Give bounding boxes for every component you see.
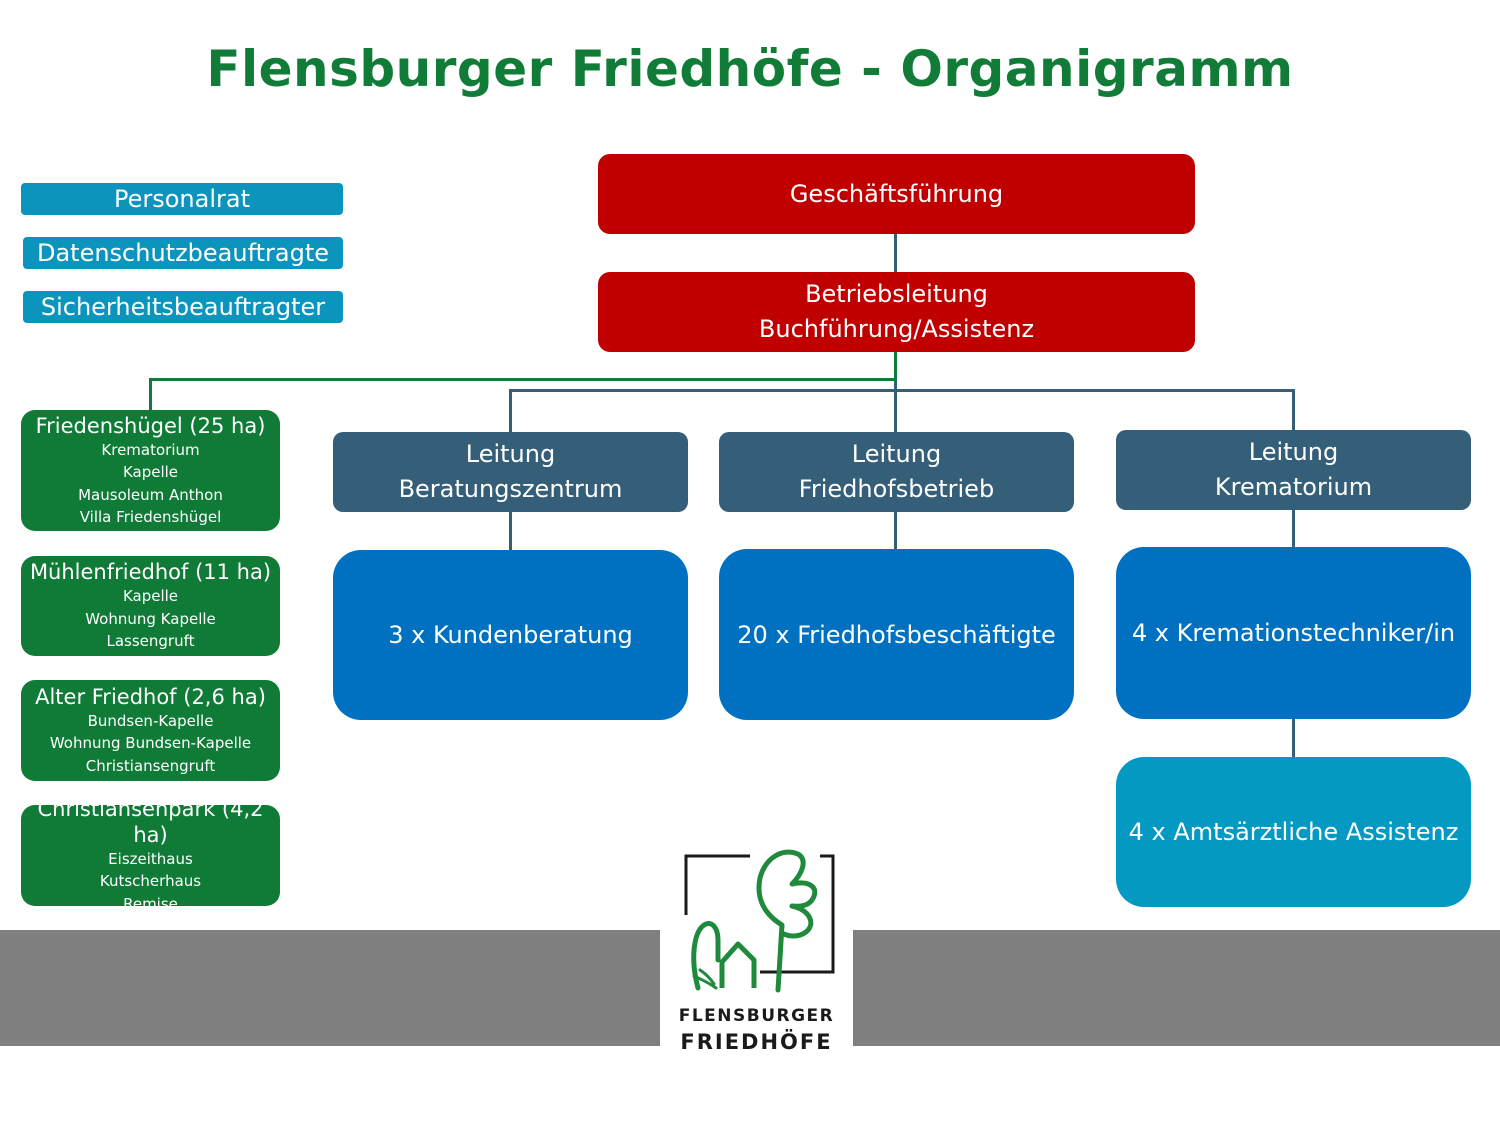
role-label: Personalrat <box>113 185 250 213</box>
lead-line1: Leitung <box>851 440 942 468</box>
connector-department-2 <box>894 381 897 432</box>
site-item: Mausoleum Anthon <box>78 485 223 504</box>
box-leitung-friedhofsbetrieb: Leitung Friedhofsbetrieb <box>719 432 1074 512</box>
team-label: 4 x Kremationstechniker/in <box>1131 619 1456 647</box>
box-kremationstechniker: 4 x Kremationstechniker/in <box>1116 547 1471 719</box>
role-label: Datenschutzbeauftragte <box>36 239 330 267</box>
box-leitung-krematorium: Leitung Krematorium <box>1116 430 1471 510</box>
box-leitung-beratungszentrum: Leitung Beratungszentrum <box>333 432 688 512</box>
site-item: Wohnung Bundsen-Kapelle <box>49 734 252 753</box>
role-personalrat: Personalrat <box>21 183 343 215</box>
box-amtsaerztliche-assistenz: 4 x Amtsärztliche Assistenz <box>1116 757 1471 907</box>
box-geschaeftsfuehrung: Geschäftsführung <box>598 154 1195 234</box>
logo-text-line1: FLENSBURGER <box>678 1006 835 1026</box>
site-item: Kapelle <box>122 463 179 481</box>
site-item: Lassengruft <box>106 632 195 651</box>
site-item: Remise <box>123 894 178 913</box>
site-item: Bundsen-Kapelle <box>87 711 214 730</box>
site-item: Eiszeithaus <box>108 849 193 868</box>
connector-team-1 <box>509 511 512 550</box>
buchfuehrung-label: Buchführung/Assistenz <box>758 315 1035 343</box>
connector-department-1 <box>509 389 512 432</box>
logo-tree-icon <box>684 849 835 993</box>
site-christiansenpark: Christiansenpark (4,2 ha) Eiszeithaus Ku… <box>21 797 280 913</box>
site-friedenshuegel: Friedenshügel (25 ha) Krematorium Kapell… <box>21 410 280 531</box>
geschaeftsfuehrung-label: Geschäftsführung <box>789 179 1004 208</box>
box-friedhofsbeschaeftigte: 20 x Friedhofsbeschäftigte <box>719 549 1074 720</box>
logo: FLENSBURGER FRIEDHÖFE <box>660 840 853 1060</box>
connector-department-3 <box>1292 389 1295 430</box>
connector-departments-horizontal <box>509 389 1295 392</box>
site-item: Krematorium <box>101 440 200 459</box>
subteam-label: 4 x Amtsärztliche Assistenz <box>1128 818 1459 846</box>
site-muehlenfriedhof: Mühlenfriedhof (11 ha) Kapelle Wohnung K… <box>21 556 280 656</box>
logo-text-line2: FRIEDHÖFE <box>680 1030 833 1054</box>
role-datenschutzbeauftragte: Datenschutzbeauftragte <box>23 237 343 269</box>
site-item: Christiansengruft <box>85 756 216 775</box>
role-sicherheitsbeauftragter: Sicherheitsbeauftragter <box>23 291 343 323</box>
role-label: Sicherheitsbeauftragter <box>40 293 326 321</box>
box-betriebsleitung: Betriebsleitung Buchführung/Assistenz <box>598 272 1195 352</box>
connector-subteam <box>1292 719 1295 757</box>
connector-sites-horizontal <box>149 378 897 381</box>
lead-line1: Leitung <box>465 440 556 468</box>
box-kundenberatung: 3 x Kundenberatung <box>333 550 688 720</box>
connector-sites-vertical <box>894 352 897 381</box>
site-name: Alter Friedhof (2,6 ha) <box>35 684 266 709</box>
connector-team-2 <box>894 511 897 549</box>
connector-sites-drop <box>149 378 152 410</box>
site-name: Friedenshügel (25 ha) <box>35 413 266 438</box>
lead-line2: Friedhofsbetrieb <box>798 475 995 503</box>
site-item: Kapelle <box>122 587 179 606</box>
page-title: Flensburger Friedhöfe - Organigramm <box>206 40 1294 98</box>
site-name: Mühlenfriedhof (11 ha) <box>29 560 272 585</box>
site-item: Kutscherhaus <box>99 872 202 891</box>
betriebsleitung-label: Betriebsleitung <box>805 280 988 308</box>
connector-management <box>894 234 897 272</box>
site-alter-friedhof: Alter Friedhof (2,6 ha) Bundsen-Kapelle … <box>21 680 280 781</box>
site-item: Wohnung Kapelle <box>85 609 216 628</box>
team-label: 3 x Kundenberatung <box>388 621 633 649</box>
site-name: Christiansenpark (4,2 ha) <box>37 796 264 847</box>
lead-line2: Beratungszentrum <box>398 475 623 503</box>
lead-line2: Krematorium <box>1214 473 1373 501</box>
team-label: 20 x Friedhofsbeschäftigte <box>737 620 1056 649</box>
connector-team-3 <box>1292 509 1295 547</box>
footer-band-left <box>0 930 660 1046</box>
lead-line1: Leitung <box>1248 438 1339 466</box>
site-item: Villa Friedenshügel <box>79 508 222 526</box>
footer-band-right <box>853 930 1500 1046</box>
